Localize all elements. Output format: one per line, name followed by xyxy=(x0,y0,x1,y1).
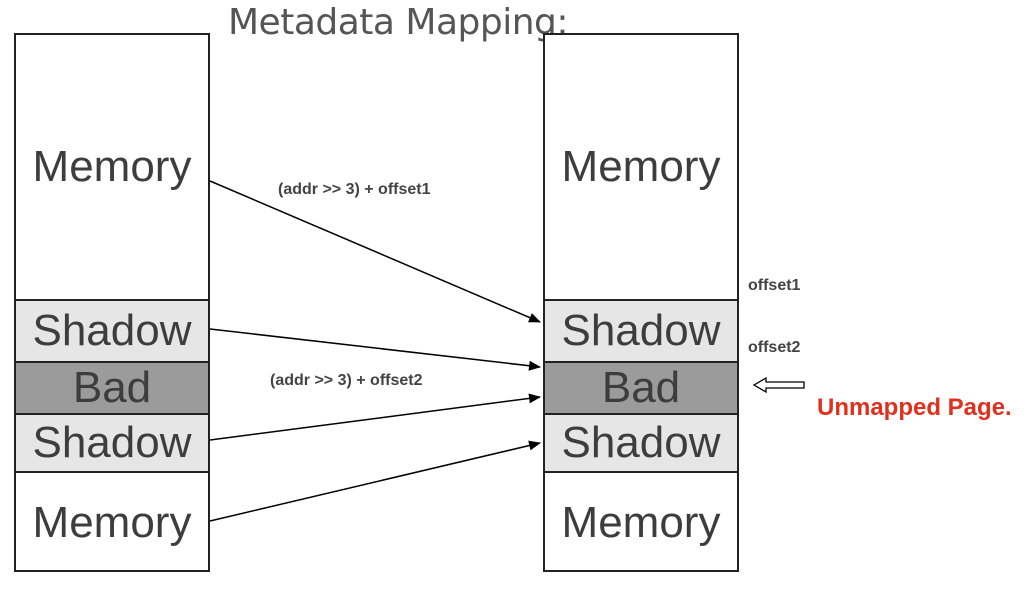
right-bad: Bad xyxy=(545,361,737,413)
right-memory-column: Memory Shadow Bad Shadow Memory xyxy=(543,33,739,572)
unmapped-page-annotation: Unmapped Page. xyxy=(817,394,1012,421)
arrow-shadow-upper-to-shadow xyxy=(209,328,541,371)
right-shadow-lower: Shadow xyxy=(545,413,737,471)
left-memory-top: Memory xyxy=(32,142,192,191)
left-shadow-lower: Shadow xyxy=(16,413,208,471)
diagram-title: Metadata Mapping: xyxy=(228,2,569,43)
arrow-shadow-lower-to-bad xyxy=(209,393,541,441)
arrow-memory-bottom-to-shadow xyxy=(209,440,541,522)
unmapped-pointer-icon xyxy=(752,376,805,394)
right-shadow-upper: Shadow xyxy=(545,299,737,361)
left-memory-bottom: Memory xyxy=(16,471,208,572)
right-memory-bottom: Memory xyxy=(545,471,737,572)
left-shadow-upper: Shadow xyxy=(16,299,208,361)
offset2-marker: offset2 xyxy=(748,339,801,356)
left-bad: Bad xyxy=(16,361,208,413)
formula-offset1: (addr >> 3) + offset1 xyxy=(278,181,431,198)
formula-offset2: (addr >> 3) + offset2 xyxy=(270,372,423,389)
right-memory-top: Memory xyxy=(561,142,721,191)
left-memory-column: Memory Shadow Bad Shadow Memory xyxy=(14,33,210,572)
offset1-marker: offset1 xyxy=(748,277,801,294)
arrow-memory-top-to-shadow xyxy=(209,180,541,323)
